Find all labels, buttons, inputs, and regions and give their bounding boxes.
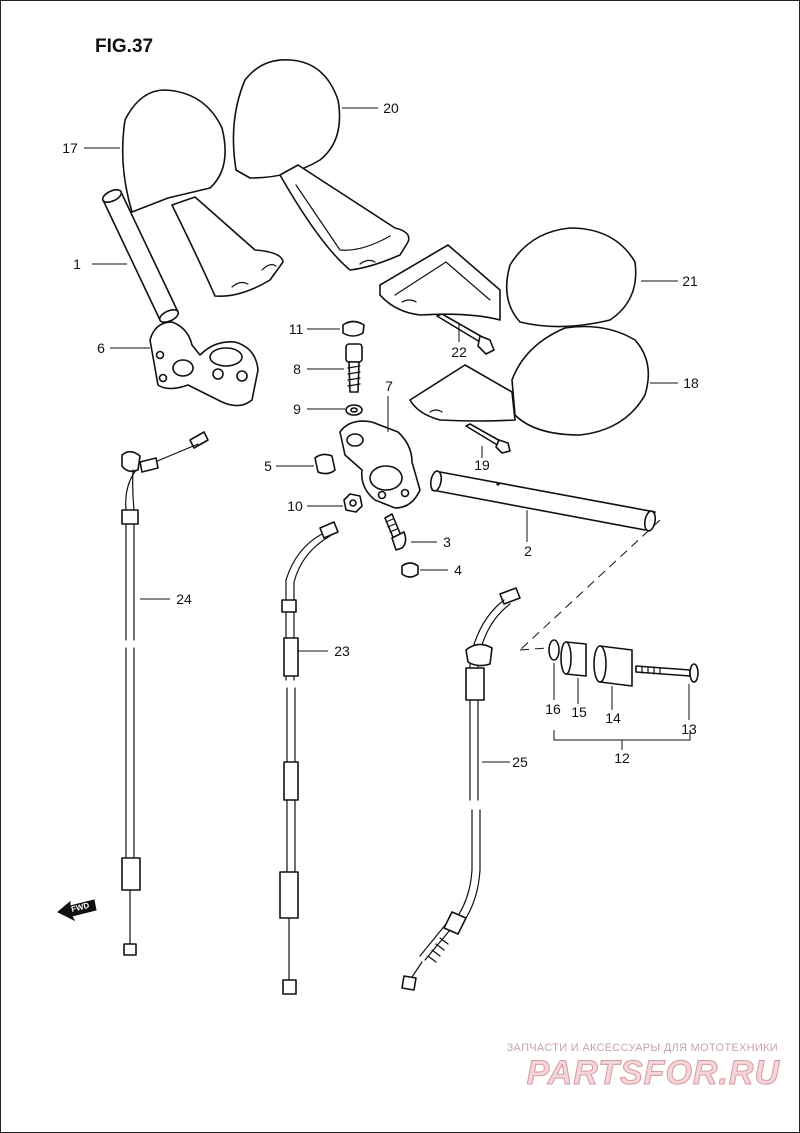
part-ref-5: 5 bbox=[264, 458, 272, 474]
part-ref-4: 4 bbox=[454, 562, 462, 578]
part-ref-12: 12 bbox=[614, 750, 630, 766]
fwd-label: FWD bbox=[70, 901, 90, 914]
part-ref-16: 16 bbox=[545, 701, 561, 717]
nut-10 bbox=[343, 493, 363, 513]
screw-19 bbox=[465, 423, 511, 454]
part-ref-23: 23 bbox=[334, 643, 350, 659]
nut-5 bbox=[314, 453, 336, 475]
bolt-3 bbox=[384, 513, 407, 551]
watermark: ЗАПЧАСТИ И АКСЕССУАРЫ ДЛЯ МОТОТЕХНИКИ PA… bbox=[507, 1042, 781, 1093]
part-ref-21: 21 bbox=[682, 273, 698, 289]
handlebar-right-2 bbox=[429, 470, 657, 532]
part-ref-22: 22 bbox=[451, 344, 467, 360]
bolt-8 bbox=[345, 343, 363, 393]
part-ref-17: 17 bbox=[62, 140, 78, 156]
part-reference-numbers: 1 2 3 4 5 6 7 8 9 10 11 12 13 14 15 16 1… bbox=[62, 100, 699, 770]
cable-25 bbox=[401, 587, 521, 991]
handlebar-left-1 bbox=[101, 189, 180, 323]
mirror-18 bbox=[409, 325, 650, 436]
part-ref-19: 19 bbox=[474, 457, 490, 473]
part-ref-11: 11 bbox=[289, 321, 304, 337]
part-ref-6: 6 bbox=[97, 340, 105, 356]
mirror-21 bbox=[379, 227, 637, 328]
part-ref-2: 2 bbox=[524, 543, 532, 559]
mirror-left-17 bbox=[121, 89, 284, 297]
leader-lines bbox=[84, 107, 690, 763]
washer-9 bbox=[345, 404, 363, 416]
part-ref-10: 10 bbox=[287, 498, 303, 514]
watermark-brand: PARTSFOR.RU bbox=[527, 1054, 781, 1092]
part-ref-25: 25 bbox=[512, 754, 528, 770]
cap-4 bbox=[401, 562, 419, 578]
part-ref-15: 15 bbox=[571, 704, 587, 720]
part-ref-24: 24 bbox=[176, 591, 192, 607]
cable-23 bbox=[279, 521, 339, 995]
part-ref-7: 7 bbox=[385, 378, 393, 394]
part-ref-13: 13 bbox=[681, 721, 697, 737]
part-ref-9: 9 bbox=[293, 401, 301, 417]
part-ref-1: 1 bbox=[73, 256, 81, 272]
part-ref-18: 18 bbox=[683, 375, 699, 391]
cable-24 bbox=[121, 431, 209, 956]
screw-22 bbox=[436, 313, 495, 355]
handlebar-holder-6 bbox=[149, 321, 259, 407]
handlebar-holder-7 bbox=[339, 420, 421, 509]
figure-title: FIG.37 bbox=[95, 36, 153, 57]
part-ref-3: 3 bbox=[443, 534, 451, 550]
part-ref-8: 8 bbox=[293, 361, 301, 377]
part-ref-14: 14 bbox=[605, 710, 621, 726]
watermark-tagline: ЗАПЧАСТИ И АКСЕССУАРЫ ДЛЯ МОТОТЕХНИКИ bbox=[507, 1042, 778, 1054]
mirror-right-20 bbox=[232, 59, 410, 271]
cap-11 bbox=[342, 320, 365, 337]
forward-direction-arrow: FWD bbox=[57, 899, 97, 922]
bar-end-assembly-12 bbox=[548, 639, 699, 750]
part-ref-20: 20 bbox=[383, 100, 399, 116]
